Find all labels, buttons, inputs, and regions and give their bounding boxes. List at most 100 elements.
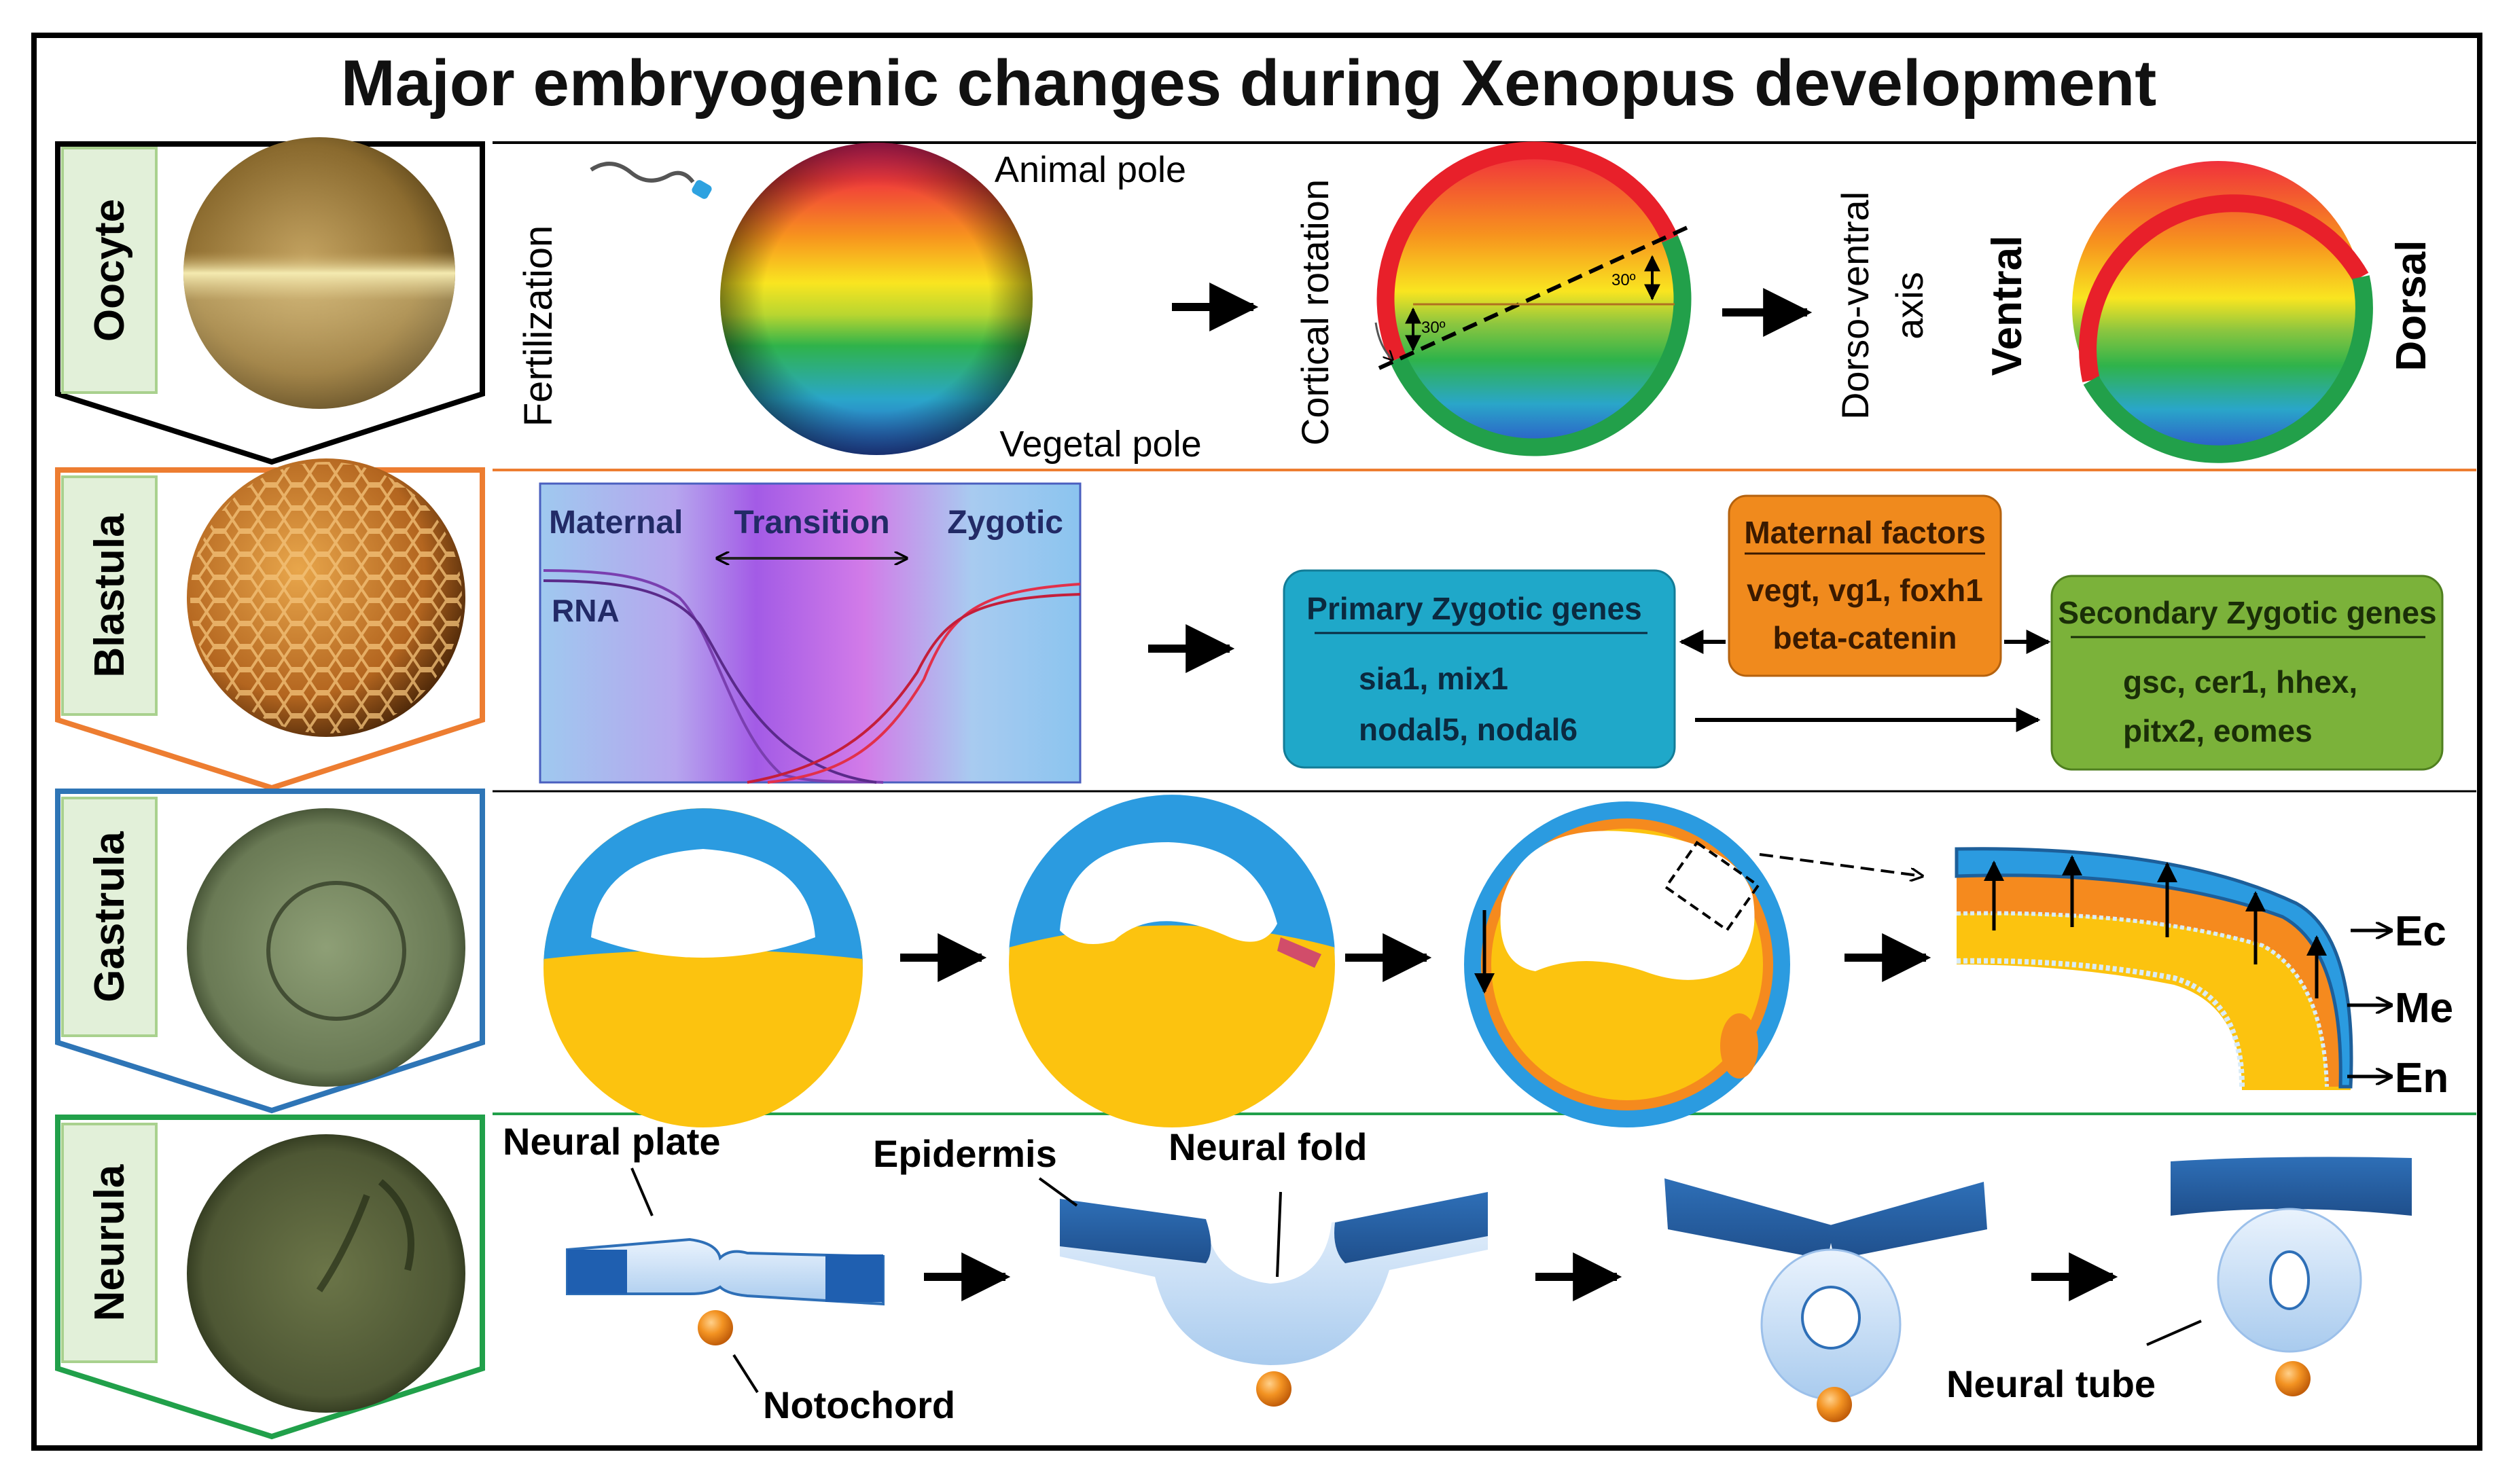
vegetal-pole-label: Vegetal pole: [999, 424, 1201, 465]
blastopore-3: [1720, 1013, 1758, 1079]
epidermis-final: [2171, 1157, 2412, 1216]
neural-tube-pointer: [2146, 1320, 2202, 1346]
blastocoel-2: [1060, 842, 1277, 944]
oocyte-label-box: [61, 147, 158, 394]
en-label: En: [2395, 1055, 2448, 1102]
primary-zygotic-box: [1283, 569, 1676, 769]
angle-label-left: 30º: [1421, 319, 1446, 337]
fertilization-label: Fertilization: [516, 225, 560, 427]
stage-gastrula: Gastrula: [55, 789, 485, 1114]
notochord-label: Notochord: [763, 1383, 955, 1426]
row-neurula: Neural plate Notochord Epidermis Neural …: [503, 1120, 2412, 1426]
zygotic-rna-curve-1: [767, 583, 1081, 784]
mzt-graph: [539, 482, 1082, 784]
stage-oocyte: Oocyte: [55, 137, 485, 465]
blastula-label-box: [61, 475, 158, 716]
transition-label: Transition: [734, 505, 889, 541]
row-fertilization: Fertilization Animal pole Vegetal pole C…: [516, 141, 2435, 465]
zygotic-rna-curve-2: [747, 593, 1081, 784]
rotated-egg: [1386, 152, 1682, 448]
animal-pole-label: Animal pole: [995, 149, 1186, 190]
mesoderm-boundary: [1956, 911, 2329, 1087]
epidermis-left: [1060, 1199, 1211, 1263]
maternal-factors-title: Maternal factors: [1744, 515, 1985, 550]
dorsal-label: Dorsal: [2388, 240, 2435, 372]
blastocoel-1: [591, 849, 815, 958]
neurula-label: Neurula: [86, 1164, 133, 1321]
maternal-label: Maternal: [549, 505, 683, 541]
maternal-factors-box: [1728, 494, 2002, 677]
gastrula-photo: [187, 808, 465, 1087]
neural-tube-lumen: [2269, 1250, 2310, 1310]
blastopore-lip-2: [1277, 937, 1321, 968]
ec-label: Ec: [2395, 908, 2446, 955]
maternal-rna-curve-2: [543, 579, 877, 784]
epidermis-label: Epidermis: [873, 1132, 1057, 1175]
primary-zygotic-title: Primary Zygotic genes: [1306, 591, 1641, 626]
notochord-3: [1817, 1387, 1852, 1422]
blastula-cells: [190, 462, 462, 734]
neural-plate-edge-right: [825, 1254, 883, 1302]
neural-plate-pointer: [630, 1168, 654, 1216]
blastula-label: Blastula: [86, 513, 133, 678]
stage-blastula: Blastula: [55, 458, 485, 791]
gastrula-label: Gastrula: [86, 831, 133, 1002]
zoom-arrow: [1759, 853, 1923, 876]
sperm-tail: [590, 162, 695, 183]
maternal-factors-2: beta-catenin: [1773, 620, 1957, 655]
neurula-label-box: [61, 1123, 158, 1363]
sperm-head: [692, 180, 712, 199]
neural-plate-edge-left: [567, 1250, 627, 1294]
zygotic-label: Zygotic: [947, 505, 1063, 541]
oocyte-photo-band: [183, 137, 455, 409]
rna-label: RNA: [552, 593, 620, 628]
epidermis-right: [1334, 1192, 1488, 1263]
rotation-direction-arrow: [1374, 322, 1393, 360]
dv-axis-label-2: axis: [1888, 272, 1931, 340]
egg-sphere-shade: [720, 143, 1033, 455]
zoom-box: [1664, 840, 1760, 933]
rotation-dashed-axis: [1378, 223, 1693, 370]
notochord-4: [2275, 1361, 2311, 1396]
gastrula-blastopore: [266, 881, 406, 1021]
secondary-genes-2: pitx2, eomes: [2123, 713, 2313, 748]
maternal-factors-1: vegt, vg1, foxh1: [1747, 573, 1983, 608]
secondary-genes-1: gsc, cer1, hhex,: [2123, 664, 2357, 700]
rotated-cortex-green: [1390, 235, 1692, 456]
rotated-cortex-red: [1376, 141, 1678, 363]
cortical-rotation-label: Cortical rotation: [1294, 179, 1336, 446]
dv-axis-label-1: Dorso-ventral: [1834, 192, 1876, 420]
figure-title: Major embryogenic changes during Xenopus…: [341, 47, 2156, 120]
notochord-2: [1256, 1371, 1291, 1407]
endoderm-boundary: [1956, 958, 2245, 1087]
epidermis-closing-left: [1664, 1178, 1834, 1260]
neural-fold-label: Neural fold: [1169, 1125, 1367, 1168]
neural-plate-shape: [566, 1237, 885, 1306]
me-label: Me: [2395, 985, 2453, 1032]
maternal-rna-curve-1: [543, 569, 884, 784]
gastrula-label-box: [61, 797, 158, 1037]
neurula-folds: [316, 1179, 414, 1292]
row-blastula: Maternal Transition Zygotic RNA Primary …: [539, 482, 2444, 784]
secondary-zygotic-box: [2050, 575, 2444, 771]
archenteron-3: [1500, 831, 1755, 980]
ventral-label: Ventral: [1984, 236, 2031, 376]
dv-cortex-red: [2079, 194, 2369, 382]
angle-label-right: 30º: [1611, 271, 1636, 289]
neural-tube-label: Neural tube: [1946, 1362, 2156, 1405]
secondary-zygotic-title: Secondary Zygotic genes: [2058, 595, 2436, 630]
primary-genes-2: nodal5, nodal6: [1359, 712, 1578, 747]
primary-genes-1: sia1, mix1: [1359, 661, 1508, 696]
notochord-pointer: [732, 1354, 759, 1394]
neural-fold-pointer: [1276, 1191, 1282, 1278]
row-gastrula: Ec Me En: [543, 795, 2453, 1127]
oocyte-label: Oocyte: [86, 199, 133, 342]
dv-cortex-green: [2083, 275, 2373, 463]
neural-plate-label: Neural plate: [503, 1120, 721, 1163]
stage-neurula: Neurula: [55, 1115, 485, 1440]
closing-tube-lumen: [1801, 1286, 1861, 1350]
epidermis-closing-right: [1828, 1182, 1987, 1260]
notochord-1: [698, 1310, 733, 1345]
epidermis-pointer: [1038, 1177, 1078, 1207]
